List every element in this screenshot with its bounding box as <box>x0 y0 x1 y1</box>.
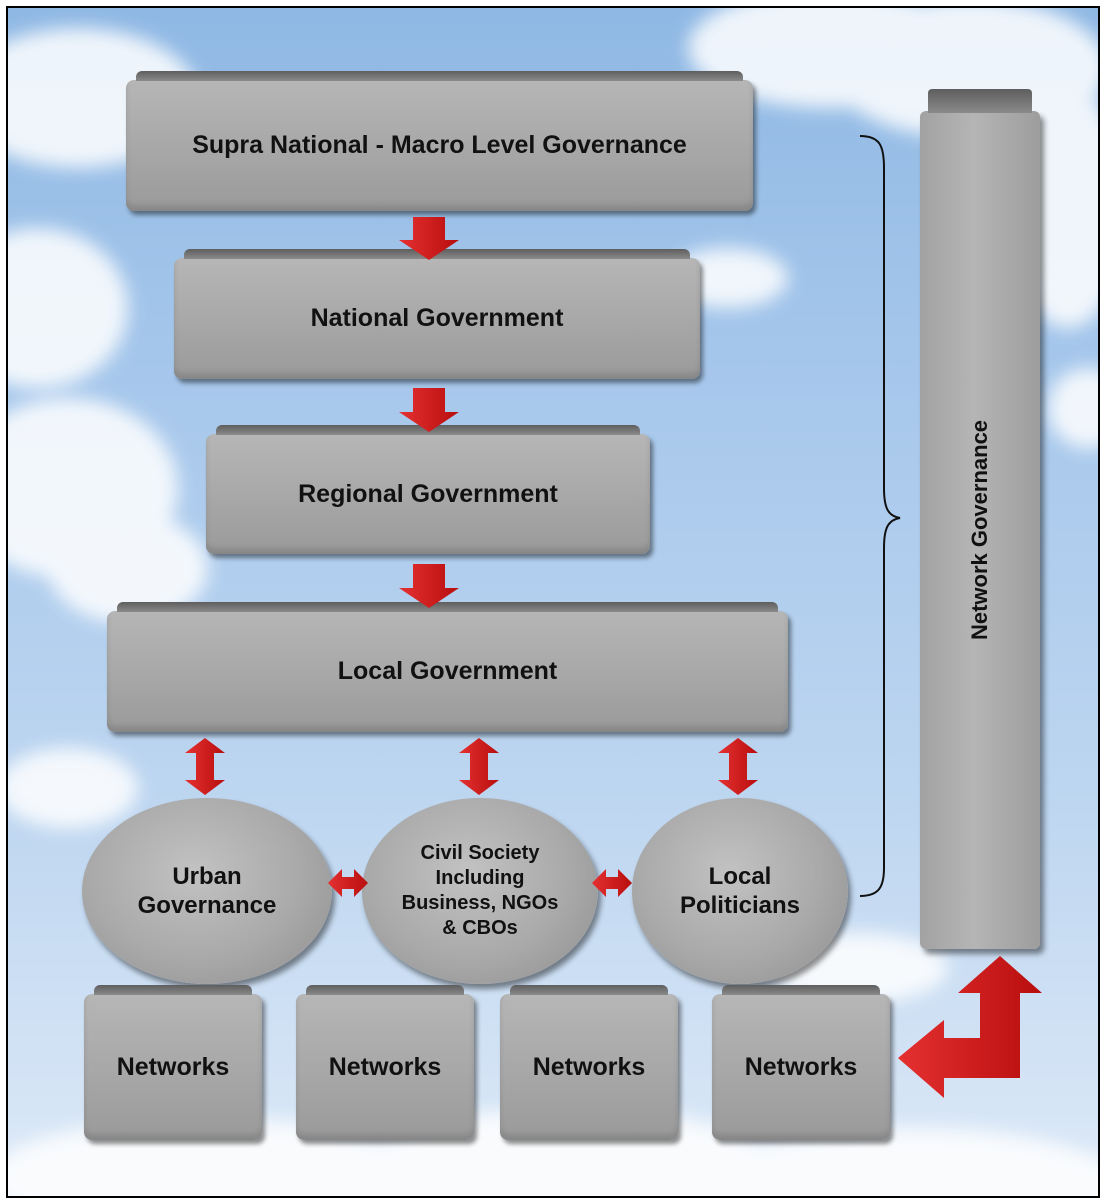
local-government-box: Local Government <box>107 602 788 732</box>
double-horizontal-arrow-icon <box>592 869 632 897</box>
arrows-layer <box>185 135 1042 1098</box>
network-governance-bar: Network Governance <box>920 89 1040 949</box>
local-politicians-label: Local Politicians <box>679 863 801 919</box>
networks-label-3: Networks <box>532 1052 646 1081</box>
networks-box-4: Networks <box>712 985 890 1140</box>
urban-governance-label: Urban Governance <box>137 863 277 919</box>
networks-label-1: Networks <box>116 1052 230 1081</box>
networks-label-2: Networks <box>328 1052 442 1081</box>
down-arrow-icon <box>399 388 459 432</box>
networks-box-1: Networks <box>84 985 262 1140</box>
national-government-label: National Government <box>310 304 564 332</box>
double-horizontal-arrow-icon <box>328 869 368 897</box>
curly-brace-icon <box>859 135 901 897</box>
double-vertical-arrow-icon <box>185 738 225 795</box>
networks-label-4: Networks <box>744 1052 858 1081</box>
double-vertical-arrow-icon <box>718 738 758 795</box>
networks-box-2: Networks <box>296 985 474 1140</box>
diagram-canvas: Supra National - Macro Level Governance … <box>6 6 1100 1198</box>
civil-society-label: Civil Society Including Business, NGOs &… <box>401 842 559 939</box>
regional-government-label: Regional Government <box>298 479 558 508</box>
networks-box-3: Networks <box>500 985 678 1140</box>
supra-national-label: Supra National - Macro Level Governance <box>192 131 687 159</box>
down-arrow-icon <box>399 564 459 608</box>
supra-national-box: Supra National - Macro Level Governance <box>126 71 753 211</box>
double-vertical-arrow-icon <box>459 738 499 795</box>
down-arrow-icon <box>399 217 459 260</box>
bent-arrow-icon <box>898 956 1042 1098</box>
local-government-label: Local Government <box>337 657 558 685</box>
